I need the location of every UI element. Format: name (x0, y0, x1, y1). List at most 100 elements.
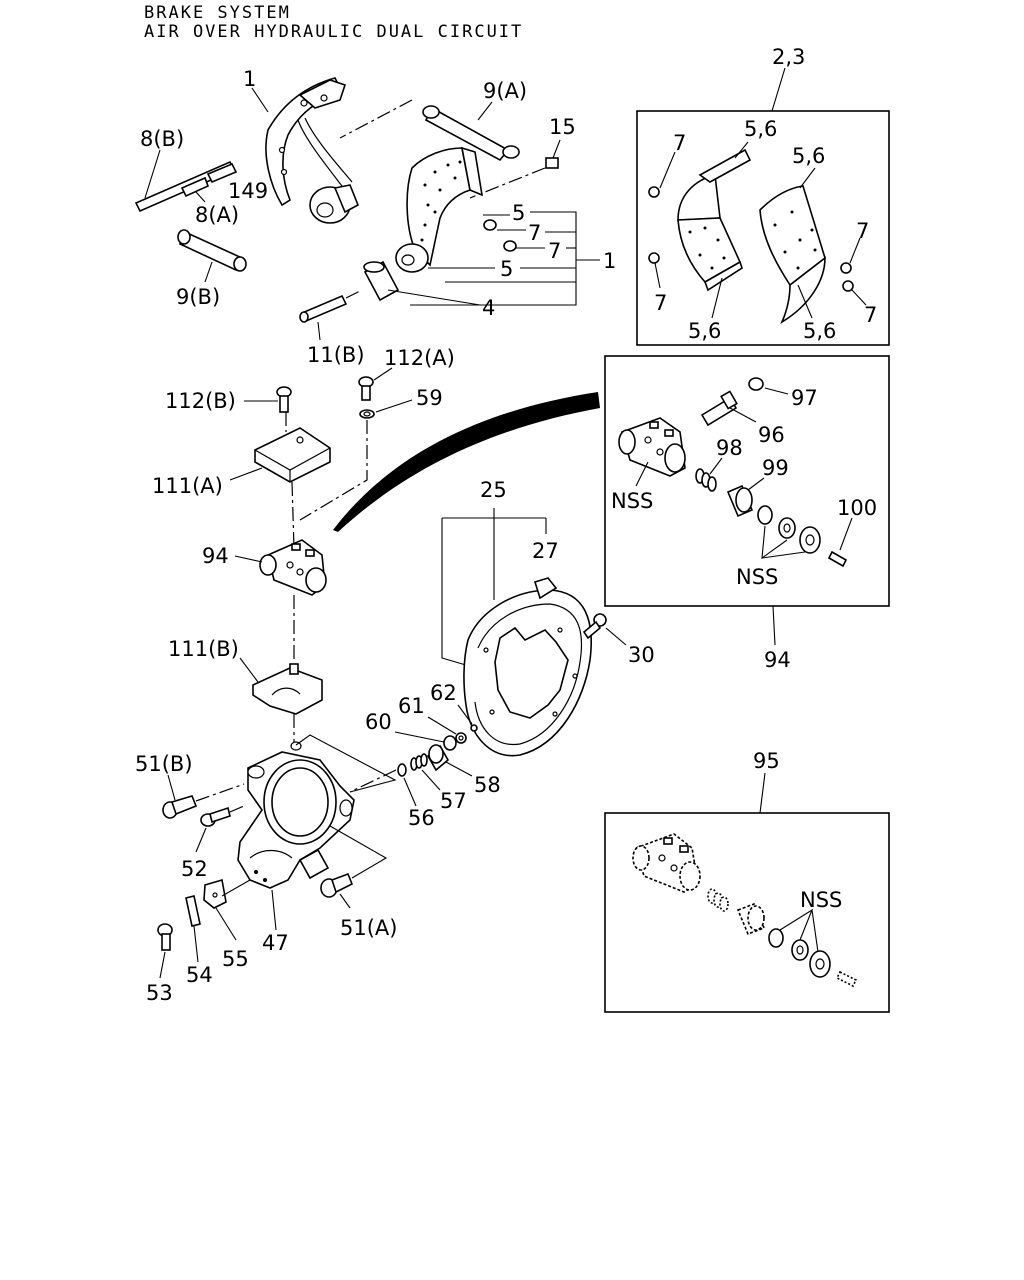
label-nss-b: NSS (736, 565, 778, 589)
label-11b: 11(B) (307, 343, 365, 367)
label-98: 98 (716, 436, 743, 460)
alt-pin (835, 970, 858, 988)
label-7-d: 7 (864, 303, 877, 327)
brake-shoe-part-1 (265, 77, 360, 224)
label-111b: 111(B) (168, 637, 239, 661)
backing-plate-25 (463, 577, 592, 757)
label-57: 57 (440, 789, 467, 813)
label-53: 53 (146, 981, 173, 1005)
label-55: 55 (222, 947, 249, 971)
cap-97 (748, 377, 764, 391)
label-47: 47 (262, 931, 289, 955)
alt-spring (707, 888, 729, 912)
cylinder-detail-box: NSS 96 97 98 (604, 355, 890, 607)
label-51a: 51(A) (340, 916, 397, 940)
label-95: 95 (753, 749, 780, 773)
label-nss-a: NSS (611, 489, 653, 513)
label-2-3: 2,3 (772, 45, 805, 69)
label-59: 59 (416, 386, 443, 410)
pin-149 (206, 162, 238, 184)
label-1-right: 1 (603, 249, 616, 273)
spring-98 (695, 468, 717, 492)
alt-cups-nss (768, 928, 831, 978)
label-5-6-a: 5,6 (744, 117, 777, 141)
bracket-55 (203, 878, 227, 909)
label-4: 4 (482, 296, 495, 320)
part-61 (455, 732, 467, 744)
label-54: 54 (186, 963, 213, 987)
label-15: 15 (549, 115, 576, 139)
label-51b: 51(B) (135, 752, 193, 776)
label-7-lower: 7 (548, 239, 561, 263)
bleeder-96 (700, 390, 738, 427)
bolt-51a (320, 872, 354, 898)
label-7-b: 7 (654, 291, 667, 315)
label-7-a: 7 (673, 131, 686, 155)
alt-cylinder-body (632, 833, 701, 893)
bolt-51b (162, 795, 198, 819)
title-line-2: AIR OVER HYDRAULIC DUAL CIRCUIT (144, 22, 524, 42)
washer-56 (397, 763, 407, 777)
label-94: 94 (202, 544, 229, 568)
bolt-112a (358, 376, 374, 401)
label-58: 58 (474, 773, 501, 797)
cups-nss (757, 505, 821, 554)
label-99: 99 (762, 456, 789, 480)
title-block: BRAKE SYSTEM AIR OVER HYDRAULIC DUAL CIR… (144, 4, 523, 42)
label-112b: 112(B) (165, 389, 236, 413)
label-5-6-b: 5,6 (792, 144, 825, 168)
washer-59 (359, 409, 375, 419)
part-62 (470, 724, 478, 732)
label-9a: 9(A) (483, 79, 527, 103)
label-56: 56 (408, 806, 435, 830)
label-112a: 112(A) (384, 346, 455, 370)
shoe-kit-box: 2,3 5,6 5,6 5,6 (636, 45, 890, 346)
title-line-1: BRAKE SYSTEM (144, 3, 291, 23)
zoom-pointer (333, 392, 600, 532)
label-5-upper: 5 (512, 201, 525, 225)
label-25: 25 (480, 478, 507, 502)
label-5-lower: 5 (500, 257, 513, 281)
pin-11b (299, 294, 348, 323)
label-nss-alt: NSS (800, 888, 842, 912)
part-58 (426, 744, 450, 772)
label-8a: 8(A) (195, 203, 239, 227)
plate-54 (185, 895, 201, 927)
label-94-below: 94 (764, 648, 791, 672)
label-27: 27 (532, 539, 559, 563)
spring-57 (410, 753, 428, 771)
anchor-support-47 (237, 741, 355, 889)
cylinder-body (618, 417, 686, 477)
label-62: 62 (430, 681, 457, 705)
wheel-cylinder-94 (259, 539, 327, 596)
label-5-6-d: 5,6 (803, 319, 836, 343)
label-9b: 9(B) (176, 285, 220, 309)
label-5-6-c: 5,6 (688, 319, 721, 343)
label-61: 61 (398, 694, 425, 718)
label-96: 96 (758, 423, 785, 447)
label-7-upper: 7 (528, 221, 541, 245)
label-149: 149 (228, 179, 268, 203)
label-100: 100 (837, 496, 877, 520)
pin-15 (545, 157, 559, 169)
brake-shoe-lining (395, 146, 484, 273)
bolt-112b (276, 386, 292, 413)
piston-99 (726, 484, 754, 518)
pin-8a (180, 176, 210, 198)
clamp-111a (254, 427, 331, 483)
bolt-30 (582, 613, 607, 640)
label-1-top: 1 (243, 67, 256, 91)
bolt-52 (200, 806, 231, 827)
label-60: 60 (365, 710, 392, 734)
label-111a: 111(A) (152, 474, 223, 498)
pin-9b (177, 229, 247, 272)
bolt-53 (157, 923, 173, 951)
label-97: 97 (791, 386, 818, 410)
label-52: 52 (181, 857, 208, 881)
pin-100 (827, 550, 848, 568)
pin-9a (422, 105, 520, 162)
alt-piston (736, 902, 766, 936)
alt-cylinder-box: NSS (604, 812, 890, 1013)
